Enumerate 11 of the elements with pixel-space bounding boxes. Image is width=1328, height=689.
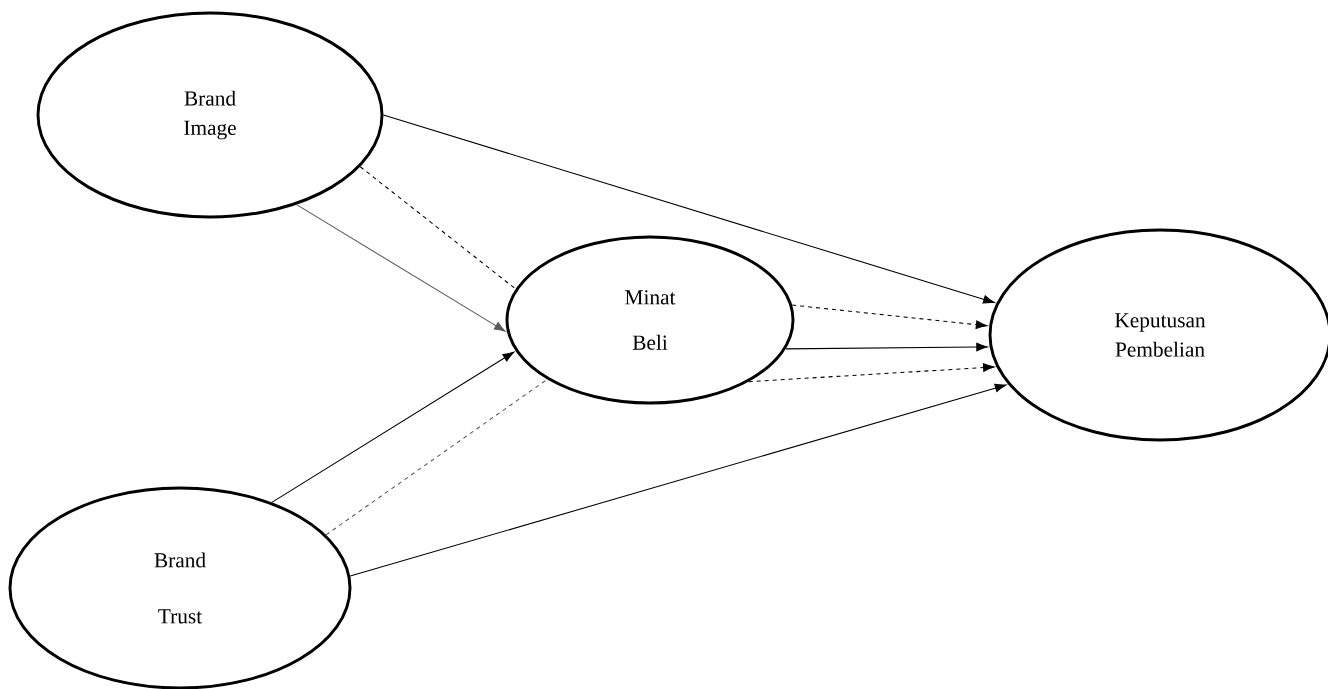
- dashed-line: [359, 166, 517, 290]
- arrow: [785, 342, 988, 352]
- arrow: [382, 114, 995, 304]
- dashed-arrow: [791, 304, 988, 329]
- dashed-line: [325, 378, 548, 536]
- ellipse-node: Minat Beli: [505, 235, 795, 405]
- arrow: [271, 351, 515, 503]
- arrow: [296, 204, 506, 332]
- ellipse-node: Brand Image: [36, 11, 384, 219]
- dashed-arrow: [748, 363, 995, 383]
- arrow: [349, 383, 1007, 577]
